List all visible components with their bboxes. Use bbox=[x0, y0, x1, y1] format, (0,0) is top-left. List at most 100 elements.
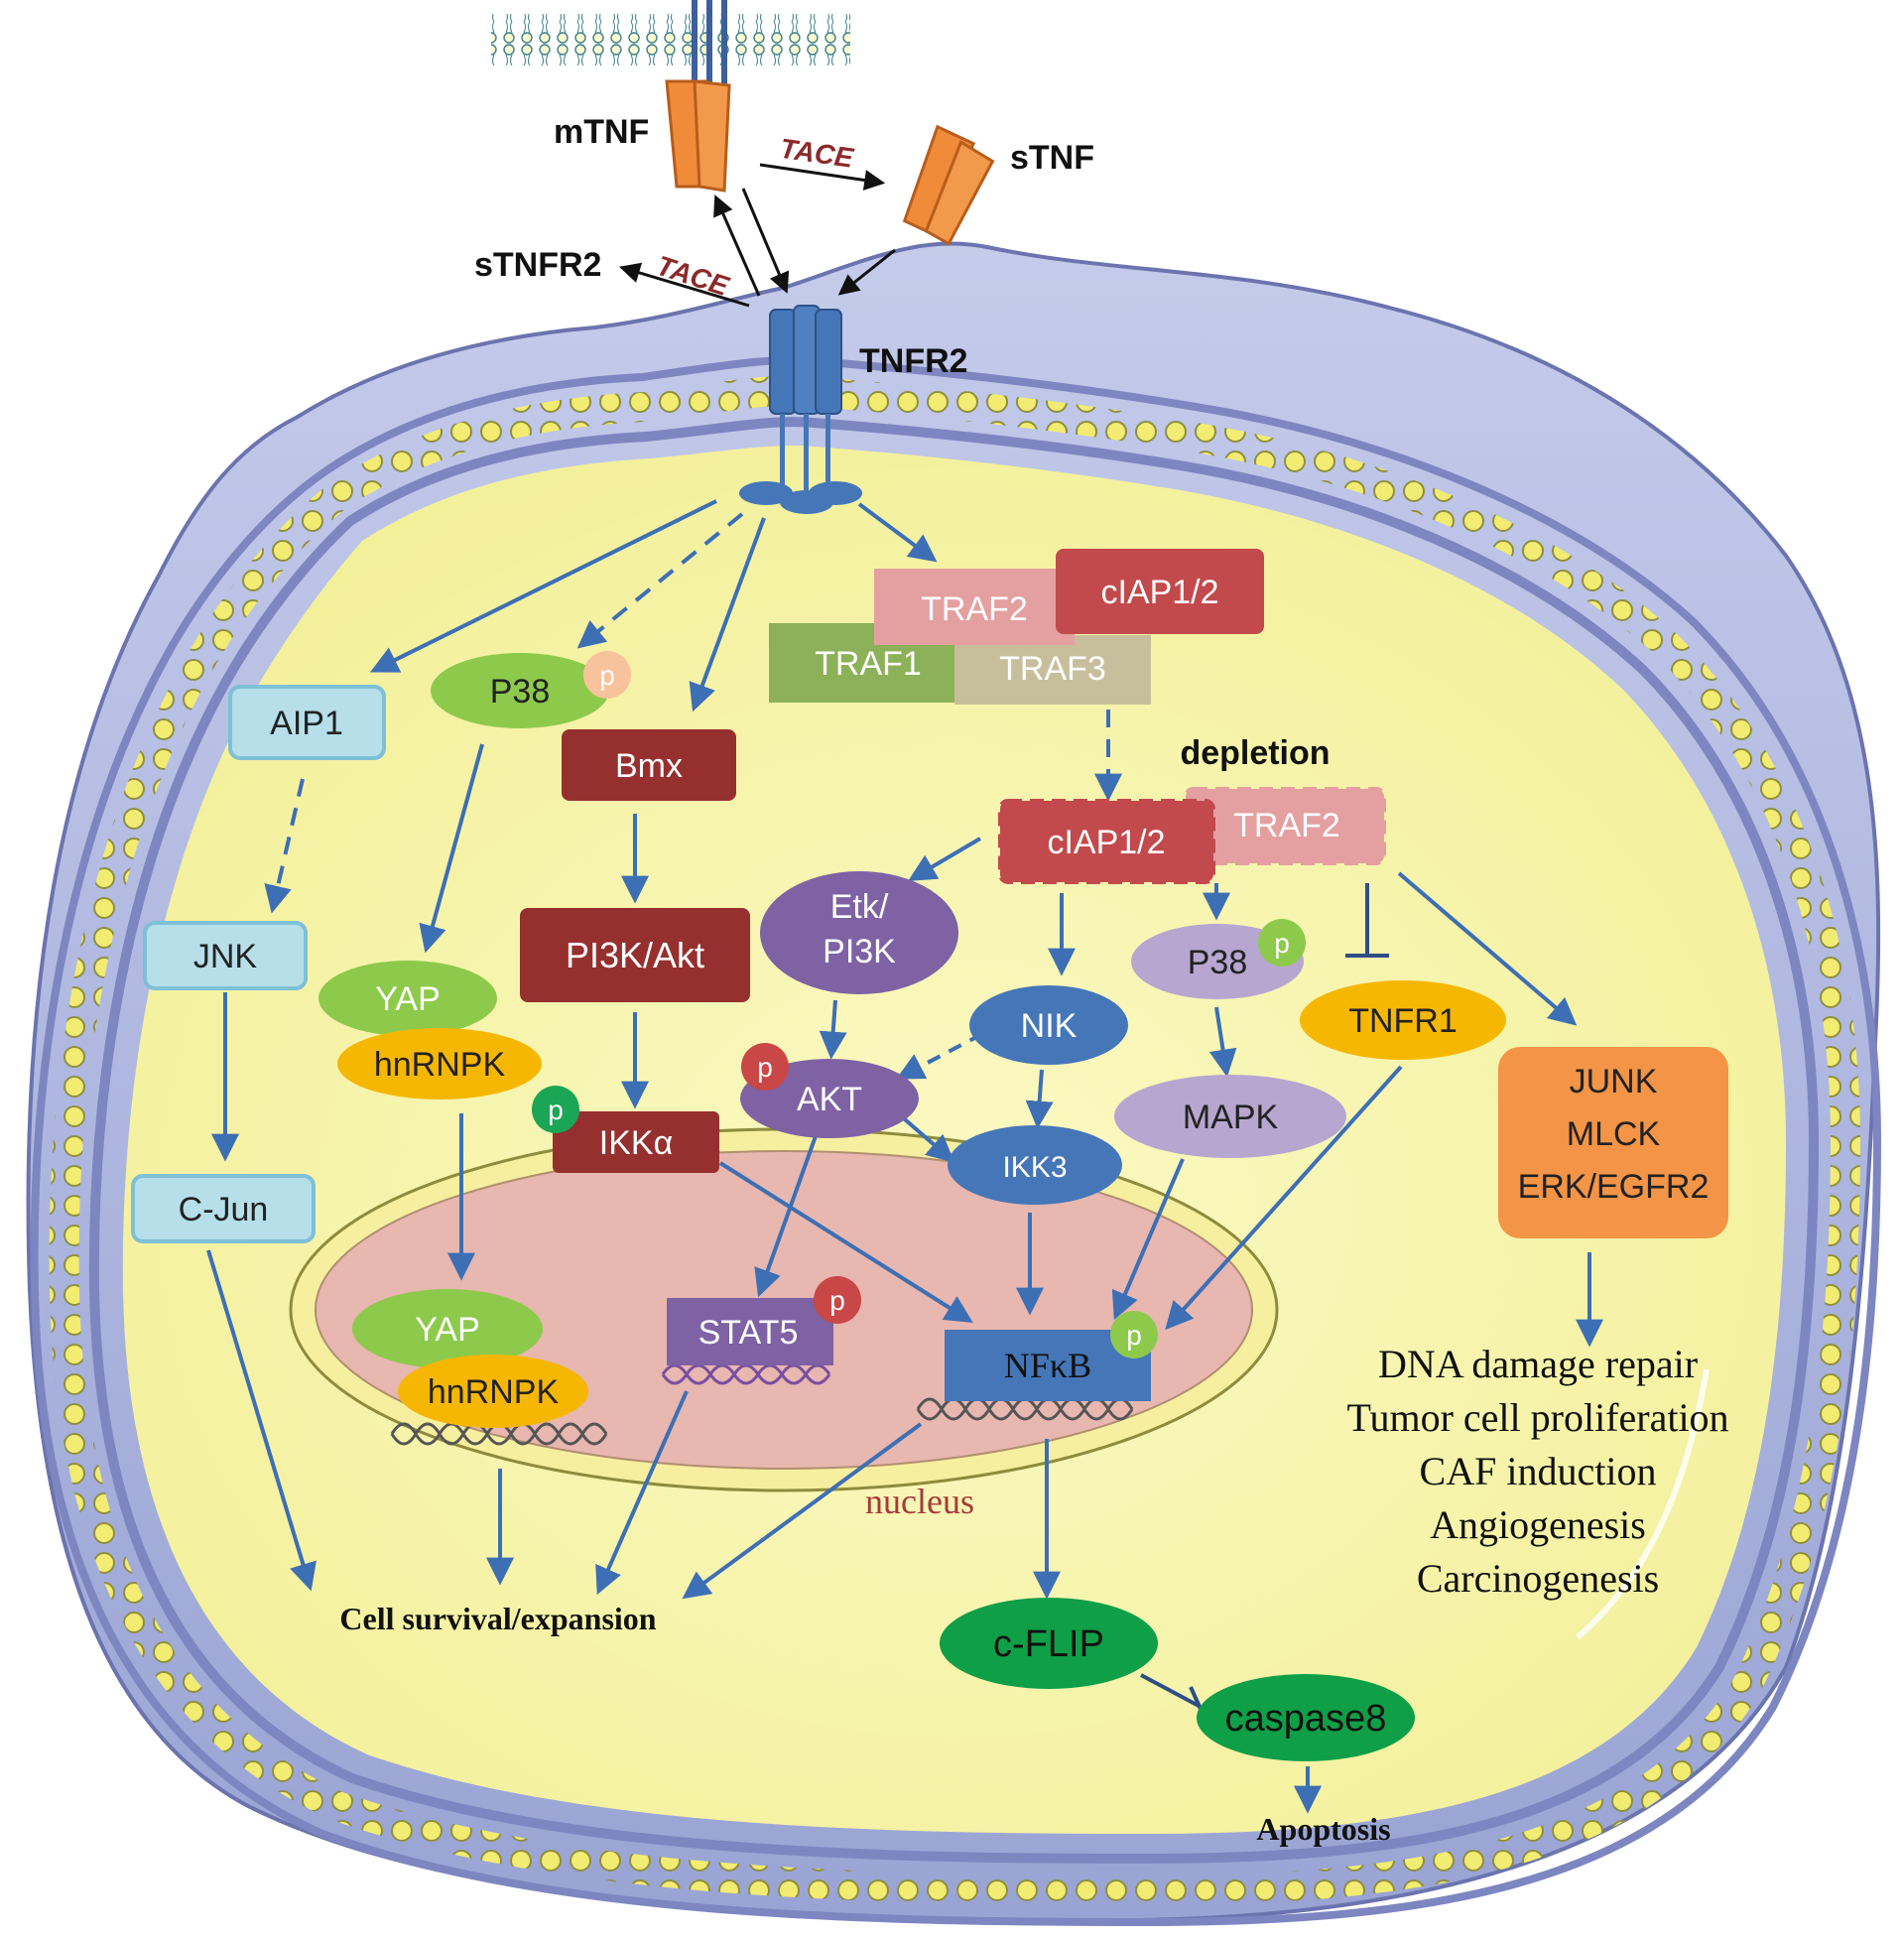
arrow-akt-stat5 bbox=[754, 1135, 818, 1298]
stat5-node bbox=[667, 1298, 833, 1365]
ikka-phospho-label: p bbox=[548, 1095, 564, 1125]
stat5-phospho bbox=[814, 1276, 861, 1324]
tnfr2-label: TNFR2 bbox=[859, 342, 968, 380]
hnrnpk-nuc-label: hnRNPK bbox=[428, 1373, 560, 1411]
yap-nuc-label: YAP bbox=[415, 1311, 480, 1349]
outcome-list: DNA damage repair Tumor cell proliferati… bbox=[1346, 1342, 1728, 1601]
mtnf-trimer bbox=[665, 0, 731, 193]
cell-membrane-band bbox=[88, 417, 1820, 1865]
akt-phospho-label: p bbox=[757, 1052, 773, 1083]
tnfr1-node bbox=[1300, 980, 1506, 1060]
akt-label: AKT bbox=[797, 1081, 862, 1118]
arrow-nik-ikk3 bbox=[1025, 1069, 1054, 1129]
tnfr2-receptor bbox=[739, 305, 862, 514]
etk-label-line1: Etk/ bbox=[830, 888, 889, 926]
cell-membrane-beads bbox=[49, 375, 1861, 1906]
arrow-mapk-nfkb bbox=[1111, 1158, 1185, 1321]
hnrnpk-nuc-node bbox=[398, 1355, 588, 1428]
mtnf-label: mTNF bbox=[554, 113, 649, 151]
apoptosis-label: Apoptosis bbox=[1256, 1811, 1390, 1847]
junk-label-line2: MLCK bbox=[1567, 1115, 1661, 1153]
arrow-ikka-nfkb bbox=[718, 1161, 973, 1323]
yap-nuc-node bbox=[352, 1289, 543, 1368]
junk-label-line1: JUNK bbox=[1570, 1063, 1658, 1100]
outcome-item: Angiogenesis bbox=[1430, 1502, 1646, 1547]
traf2-label: TRAF2 bbox=[921, 590, 1028, 628]
junk-mlck-erk-node bbox=[1498, 1047, 1728, 1238]
arrow-p38-mapk bbox=[1208, 1006, 1237, 1078]
nik-node bbox=[969, 985, 1128, 1065]
stnf-tnfr2-arrow bbox=[837, 248, 896, 296]
arrow-stat5-survival bbox=[595, 1390, 689, 1596]
ikka-node bbox=[553, 1111, 719, 1173]
survival-label: Cell survival/expansion bbox=[339, 1601, 656, 1636]
depletion-label: depletion bbox=[1180, 734, 1330, 772]
p38-top-label: P38 bbox=[490, 673, 551, 711]
junk-label-line3: ERK/EGFR2 bbox=[1518, 1168, 1710, 1206]
stat5-phospho-label: p bbox=[829, 1285, 845, 1316]
cflip-label: c-FLIP bbox=[993, 1623, 1104, 1665]
outcome-item: Tumor cell proliferation bbox=[1346, 1395, 1728, 1440]
p38-mid-label: P38 bbox=[1188, 944, 1248, 981]
pathway-arrows bbox=[206, 499, 1603, 1814]
tace-stnfr2-arrow bbox=[618, 262, 750, 308]
nfkb-phospho bbox=[1110, 1311, 1158, 1358]
tnfr1-label: TNFR1 bbox=[1348, 1002, 1458, 1040]
arrow-tnfr2-p38 bbox=[576, 512, 744, 649]
lipid-bilayer bbox=[491, 14, 850, 65]
cjun-label: C-Jun bbox=[179, 1191, 269, 1228]
traf1-label: TRAF1 bbox=[815, 645, 922, 683]
pi3kakt-label: PI3K/Akt bbox=[566, 935, 704, 975]
tace-label-left: TACE bbox=[653, 250, 733, 303]
arrow-nfkb-survival bbox=[682, 1422, 923, 1600]
stnfr2-label: sTNFR2 bbox=[474, 246, 601, 284]
aip1-node bbox=[228, 685, 386, 760]
ikka-phospho bbox=[532, 1086, 579, 1133]
cjun-node bbox=[131, 1174, 316, 1243]
inhibition-traf2-tnfr1 bbox=[1345, 883, 1389, 958]
etk-pi3k-node bbox=[760, 871, 958, 994]
arrow-tnfr2-bmx bbox=[689, 517, 766, 712]
cflip-node bbox=[940, 1598, 1158, 1689]
traf2-depleted-label: TRAF2 bbox=[1233, 807, 1340, 844]
outcome-item: CAF induction bbox=[1420, 1449, 1657, 1493]
arrow-cjun-survival bbox=[206, 1249, 317, 1592]
stnf-label: sTNF bbox=[1010, 139, 1094, 177]
arrow-ciap-etk bbox=[908, 837, 982, 881]
etk-label-line2: PI3K bbox=[823, 933, 896, 970]
nik-label: NIK bbox=[1021, 1007, 1078, 1045]
p38-top-node bbox=[431, 653, 609, 728]
ikk3-node bbox=[948, 1125, 1122, 1205]
traf3-label: TRAF3 bbox=[999, 650, 1106, 688]
traf3-node bbox=[954, 635, 1151, 705]
arrow-nik-akt bbox=[896, 1032, 983, 1080]
arrow-akt-ikk3 bbox=[896, 1111, 955, 1163]
outcome-item: Carcinogenesis bbox=[1417, 1556, 1659, 1601]
nfkb-label: NFκB bbox=[1004, 1346, 1091, 1385]
ikk3-label: IKK3 bbox=[1002, 1151, 1067, 1184]
ciap-depleted-label: cIAP1/2 bbox=[1047, 824, 1165, 861]
nucleus-label: nucleus bbox=[865, 1482, 974, 1521]
cell-membrane-outer-band bbox=[30, 355, 1882, 1927]
arrow-tnfr1-nfkb bbox=[1165, 1065, 1403, 1331]
nfkb-phospho-label: p bbox=[1126, 1320, 1142, 1351]
tace-mtnf-to-stnf-arrow bbox=[759, 163, 886, 191]
arrow-tnfr2-traf bbox=[857, 502, 938, 563]
mapk-node bbox=[1114, 1075, 1346, 1158]
bmx-label: Bmx bbox=[615, 747, 683, 785]
p38-top-phospho-label: p bbox=[599, 660, 615, 691]
arrow-etk-akt bbox=[819, 999, 847, 1060]
hnrnpk-cyto-node bbox=[337, 1028, 542, 1099]
aip1-label: AIP1 bbox=[270, 705, 343, 742]
arrow-tnfr2-aip1 bbox=[369, 499, 717, 673]
p38-top-phospho bbox=[583, 651, 631, 699]
jnk-node bbox=[143, 921, 308, 990]
caspase8-label: caspase8 bbox=[1225, 1698, 1387, 1740]
stat5-label: STAT5 bbox=[698, 1314, 799, 1352]
traf2-node bbox=[874, 569, 1075, 645]
bmx-node bbox=[562, 729, 736, 801]
mtnf-tnfr2-up-arrow bbox=[713, 194, 761, 297]
mtnf-tnfr2-down-arrow bbox=[741, 188, 790, 294]
arrow-p38-yap bbox=[419, 743, 484, 954]
